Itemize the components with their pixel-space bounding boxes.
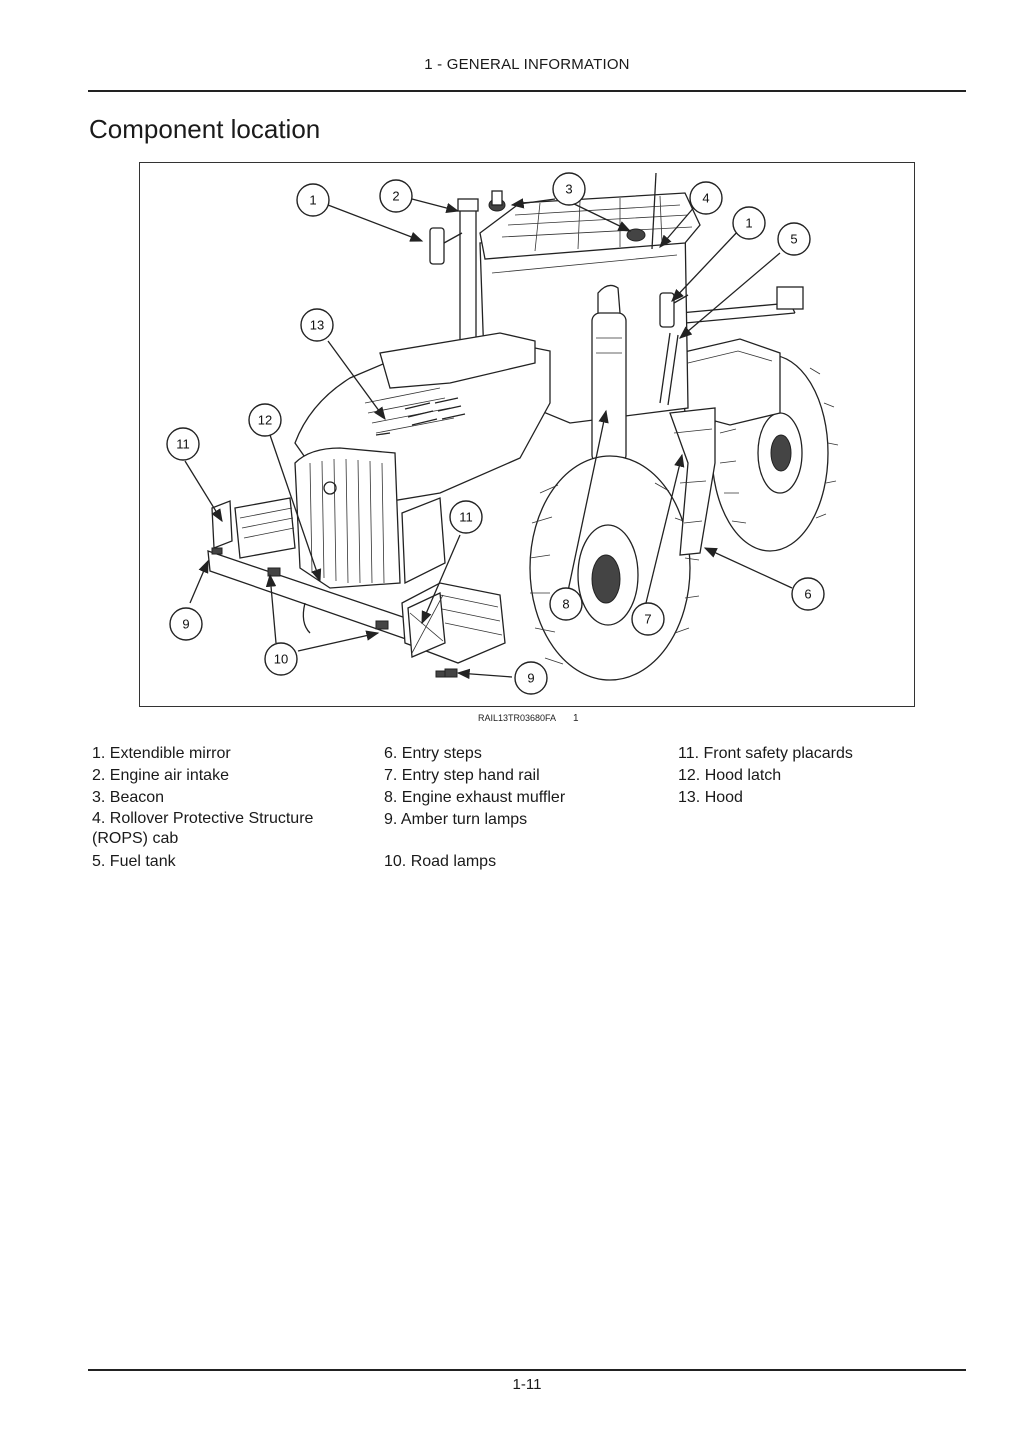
callout-11-right: 11	[449, 500, 483, 534]
svg-text:5: 5	[790, 232, 797, 247]
callout-9-right: 9	[514, 661, 548, 695]
legend-item: 7. Entry step hand rail	[384, 767, 540, 784]
legend-item: 3. Beacon	[92, 789, 165, 806]
exhaust-muffler	[591, 312, 627, 464]
safety-placard-left	[211, 500, 233, 549]
leader-8	[567, 409, 609, 592]
legend-item: 13. Hood	[678, 789, 743, 806]
grille	[294, 447, 401, 589]
callout-8: 8	[549, 587, 583, 621]
page-title: Component location	[89, 114, 321, 144]
legend-spacer	[384, 831, 565, 851]
air-intake	[459, 202, 477, 354]
legend-item: 9. Amber turn lamps	[384, 811, 528, 828]
tractor-line-drawing: 1 2 3 4 1 5 13 12 11 11 6 8 7 9 10 9	[166, 172, 839, 695]
legend-item: 5. Fuel tank	[92, 853, 176, 870]
svg-text:6: 6	[804, 587, 811, 602]
leader-13	[327, 340, 386, 421]
leader-4	[659, 204, 697, 248]
leader-7	[644, 453, 685, 608]
svg-text:4: 4	[702, 191, 709, 206]
image-code: RAIL13TR03680FA	[478, 713, 557, 723]
leader-1-right	[671, 228, 741, 302]
callout-1-left: 1	[296, 183, 330, 217]
callout-7: 7	[631, 602, 665, 636]
road-lamp-left	[267, 567, 281, 577]
legend-item: 11. Front safety placards	[678, 745, 853, 762]
leader-3b	[567, 200, 632, 232]
leader-11-left	[184, 460, 223, 523]
leader-9-right	[456, 668, 513, 680]
svg-text:11: 11	[176, 437, 190, 452]
legend-item: 12. Hood latch	[678, 767, 782, 784]
callout-1-right: 1	[732, 206, 766, 240]
callout-6: 6	[791, 577, 825, 611]
page-number: 1-11	[512, 1376, 542, 1393]
rear-panel	[776, 286, 804, 310]
callout-12: 12	[248, 403, 282, 437]
callout-11-left: 11	[166, 427, 200, 461]
legend-item: 6. Entry steps	[384, 745, 482, 762]
svg-text:12: 12	[258, 413, 272, 428]
leader-1-left	[327, 204, 424, 242]
callout-13: 13	[300, 308, 334, 342]
entry-steps	[669, 407, 716, 556]
leader-12	[269, 434, 322, 583]
callout-2: 2	[379, 179, 413, 213]
callout-5: 5	[777, 222, 811, 256]
section-header: 1 - GENERAL INFORMATION	[424, 56, 630, 73]
legend-item: 8. Engine exhaust muffler	[384, 789, 566, 806]
leader-10a	[265, 573, 277, 644]
svg-text:3: 3	[565, 182, 572, 197]
svg-text:2: 2	[392, 189, 399, 204]
svg-text:1: 1	[745, 216, 752, 231]
front-weights-left	[234, 497, 296, 559]
callout-10: 10	[264, 642, 298, 676]
leader-5	[679, 252, 781, 339]
svg-text:11: 11	[459, 510, 473, 525]
svg-text:8: 8	[562, 597, 569, 612]
leader-9-left	[189, 559, 209, 604]
svg-text:9: 9	[182, 617, 189, 632]
figure-number: 1	[573, 713, 579, 724]
legend-item: 2. Engine air intake	[92, 767, 229, 784]
left-mirror	[429, 227, 445, 265]
legend-item: 1. Extendible mirror	[92, 745, 231, 762]
road-lamp-right	[375, 620, 389, 630]
legend-item: 4. Rollover Protective Structure (ROPS) …	[92, 810, 314, 847]
svg-text:10: 10	[274, 652, 288, 667]
hand-rail	[659, 332, 679, 406]
tractor-illustration: 1 2 3 4 1 5 13 12 11 11 6 8 7 9 10 9	[139, 162, 915, 707]
header-rule	[88, 90, 966, 92]
leader-6	[703, 547, 793, 589]
callout-4: 4	[689, 181, 723, 215]
svg-text:1: 1	[309, 193, 316, 208]
leader-11-right	[421, 534, 461, 625]
leader-3a	[510, 198, 556, 209]
legend-column-1: 1. Extendible mirror 2. Engine air intak…	[92, 743, 352, 873]
svg-text:9: 9	[527, 671, 534, 686]
callout-9-left: 9	[169, 607, 203, 641]
right-mirror	[659, 292, 675, 328]
footer-rule	[88, 1369, 966, 1371]
legend-column-2: 6. Entry steps 7. Entry step hand rail 8…	[384, 743, 565, 873]
legend-item: 10. Road lamps	[384, 853, 497, 870]
svg-text:13: 13	[310, 318, 324, 333]
leader-10b	[297, 630, 380, 652]
svg-text:7: 7	[644, 612, 651, 627]
callout-3: 3	[552, 172, 586, 206]
legend-column-3: 11. Front safety placards 12. Hood latch…	[678, 743, 853, 809]
leader-2	[411, 198, 460, 214]
figure-caption: RAIL13TR03680FA 1	[478, 713, 579, 724]
